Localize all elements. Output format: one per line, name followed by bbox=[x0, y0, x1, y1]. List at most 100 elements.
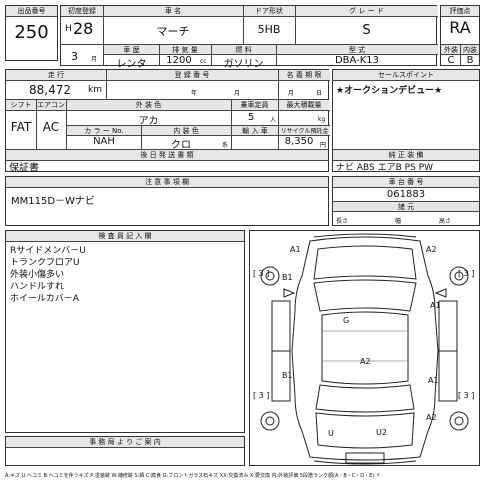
int-score-label: 内装 bbox=[461, 44, 479, 55]
car-diagram-svg bbox=[260, 233, 469, 465]
damage-code-front-right: A2 bbox=[426, 245, 437, 254]
int-color-label: 内 装 色 bbox=[141, 125, 231, 136]
ac-label: エアコン bbox=[36, 100, 66, 111]
score-label: 評価点 bbox=[441, 6, 479, 17]
damage-code-rear-right: A2 bbox=[426, 413, 437, 422]
door-label: ドア形状 bbox=[243, 6, 295, 17]
displacement-unit: cc bbox=[200, 58, 207, 65]
capacity: 5 bbox=[247, 112, 255, 123]
damage-code-right-front-3: [ 3 ] bbox=[458, 269, 475, 278]
inspection-label: 名 義 期 限 bbox=[278, 70, 330, 81]
damage-code-roof: G bbox=[343, 316, 350, 325]
chassis-label: 車 台 番 号 bbox=[333, 177, 479, 188]
vehicle-type: レンタ bbox=[116, 59, 147, 70]
lot-number-label: 出品番号 bbox=[6, 6, 57, 17]
inspector-line-4: ハンドルすれ bbox=[10, 282, 65, 292]
load-label: 最大積載量 bbox=[278, 100, 330, 111]
damage-code-left-rear-door: B1 bbox=[282, 371, 293, 380]
lot-number: 250 bbox=[14, 22, 49, 43]
model-label: 型 式 bbox=[276, 44, 438, 55]
notes-box: 注 意 事 項 欄 MM115D－Wナビ bbox=[5, 176, 329, 226]
shift-label: シフト bbox=[6, 100, 36, 111]
score-box: 評価点 RA 外装 内装 C B bbox=[440, 5, 480, 66]
notes-label: 注 意 事 項 欄 bbox=[6, 177, 328, 188]
office-box: 事 務 局 よ り ご 案 内 bbox=[5, 436, 245, 466]
reg-month-unit: 月 bbox=[234, 90, 241, 97]
damage-code-center: A2 bbox=[360, 357, 371, 366]
inspector-line-2: トランクフロアU bbox=[10, 258, 80, 268]
ext-score-label: 外装 bbox=[441, 44, 461, 55]
notes: MM115D－Wナビ bbox=[11, 196, 95, 207]
vehicle-type-label: 車 歴 bbox=[104, 44, 159, 55]
ac: AC bbox=[42, 120, 60, 134]
load-unit: kg bbox=[318, 116, 326, 123]
inspector-box: 検 査 員 記 入 欄 Rサイドメンバ－U トランクフロアU 外装小傷多い ハン… bbox=[5, 230, 245, 433]
car-name-label: 車 名 bbox=[103, 6, 243, 17]
grade: S bbox=[362, 23, 371, 38]
selling-point: ★オークションデビュー★ bbox=[336, 86, 443, 96]
mileage-label: 走 行 bbox=[6, 70, 106, 81]
ext-color: アカ bbox=[138, 116, 159, 127]
recycle-label: リサイクル預託金 bbox=[279, 125, 330, 136]
month-unit: 月 bbox=[91, 56, 98, 63]
capacity-unit: 人 bbox=[270, 117, 277, 124]
chassis-box: 車 台 番 号 061883 諸 元 長さ 幅 高さ bbox=[332, 176, 480, 226]
inspection-month-unit: 月 bbox=[288, 90, 295, 97]
score: RA bbox=[449, 18, 471, 37]
int-color: クロ bbox=[171, 140, 191, 151]
width-label: 幅 bbox=[395, 218, 402, 225]
ext-score: C bbox=[447, 55, 455, 66]
displacement-label: 排 気 量 bbox=[159, 44, 211, 55]
lot-number-box: 出品番号 250 bbox=[5, 5, 58, 61]
first-reg-month: 3 bbox=[71, 50, 78, 63]
damage-code-right-rear-3: [ 3 ] bbox=[458, 391, 475, 400]
first-reg-label: 初度登録 bbox=[61, 6, 103, 17]
model: DBA-K13 bbox=[334, 55, 380, 66]
grade-label: グ レ ー ド bbox=[295, 6, 438, 17]
shift: FAT bbox=[10, 120, 32, 134]
color-no: NAH bbox=[93, 136, 115, 147]
damage-code-right-rear-door: A1 bbox=[428, 376, 439, 385]
reg-year-unit: 年 bbox=[191, 90, 198, 97]
height-label: 高さ bbox=[439, 218, 452, 225]
ext-color-label: 外 装 色 bbox=[66, 100, 231, 111]
later-docs: 保証書 bbox=[9, 163, 39, 174]
reg-no-label: 登 録 番 号 bbox=[106, 70, 278, 81]
car-name: マーチ bbox=[156, 25, 190, 38]
damage-code-left-front-door: B1 bbox=[282, 273, 293, 282]
later-docs-label: 後 日 発 送 書 類 bbox=[6, 150, 328, 161]
selling-point-box: セールスポイント ★オークションデビュー★ 純 正 装 備 ナビ ABS エアB… bbox=[332, 69, 480, 173]
damage-code-rear-floor: U bbox=[328, 429, 334, 438]
inspector-line-5: ホイールカバ－A bbox=[10, 294, 79, 304]
equipment-label: 純 正 装 備 bbox=[333, 150, 479, 161]
door-type: 5HB bbox=[257, 23, 281, 36]
vehicle-info-top: 初度登録 車 名 ドア形状 グ レ ー ド H 28 3 月 マーチ 5HB S… bbox=[60, 5, 438, 70]
inspector-line-3: 外装小傷多い bbox=[10, 270, 65, 280]
damage-code-front-left: A1 bbox=[290, 245, 301, 254]
chassis-number: 061883 bbox=[386, 189, 426, 200]
mileage: 88,472 bbox=[29, 83, 71, 97]
legend: A:キズ U:ヘコミ B:ヘコミを伴うキズ P:塗装跡 W:補修跡 S:錆 C:… bbox=[5, 473, 381, 479]
fuel-label: 燃 料 bbox=[211, 44, 276, 55]
capacity-label: 乗車定員 bbox=[231, 100, 278, 111]
first-reg-year: 28 bbox=[73, 19, 94, 38]
size-label: 諸 元 bbox=[333, 201, 479, 212]
damage-code-left-front-3: [ 3 ] bbox=[253, 269, 270, 278]
inspector-line-1: Rサイドメンバ－U bbox=[10, 246, 86, 256]
mileage-unit: km bbox=[88, 85, 102, 95]
int-color-unit: 系 bbox=[222, 142, 229, 149]
color-no-label: カ ラ ー No. bbox=[67, 125, 141, 136]
damage-diagram: A1 A2 [ 3 ] [ 3 ] B1 A1 G A2 [ 3 ] [ 3 ]… bbox=[249, 230, 480, 466]
int-score: B bbox=[466, 55, 474, 66]
inspection-day-unit: 日 bbox=[316, 90, 323, 97]
import-label: 輸 入 車 bbox=[232, 125, 278, 136]
damage-code-left-rear-3: [ 3 ] bbox=[253, 391, 270, 400]
damage-code-rear-bumper: U2 bbox=[376, 428, 387, 437]
damage-code-right-front-door: A1 bbox=[430, 301, 441, 310]
office-label: 事 務 局 よ り ご 案 内 bbox=[6, 437, 244, 448]
selling-point-label: セールスポイント bbox=[333, 70, 479, 81]
inspector-label: 検 査 員 記 入 欄 bbox=[6, 231, 244, 242]
displacement: 1200 bbox=[166, 55, 192, 66]
length-label: 長さ bbox=[336, 218, 349, 225]
vehicle-details: 走 行 登 録 番 号 名 義 期 限 88,472 km 年 月 月 日 シフ… bbox=[5, 69, 330, 174]
